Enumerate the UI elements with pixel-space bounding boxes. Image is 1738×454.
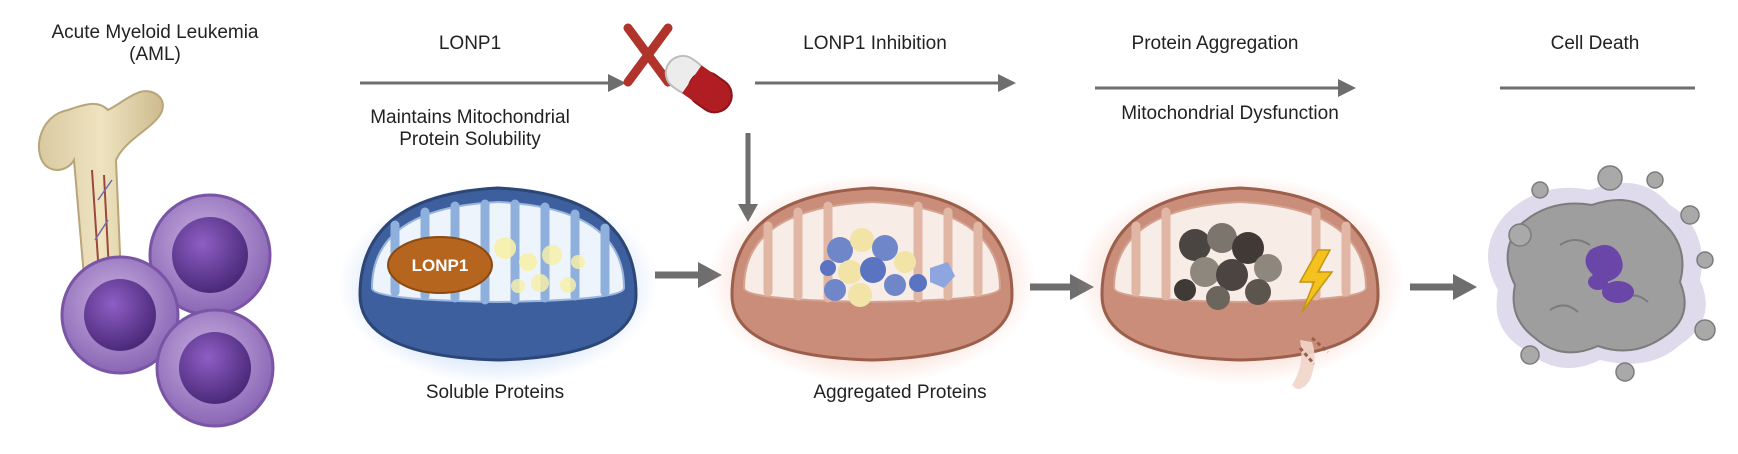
pill-icon	[664, 54, 733, 114]
lonp1-stage-title: LONP1	[438, 33, 502, 54]
healthy-mitochondrion: LONP1	[338, 185, 658, 385]
fragmented-nucleus	[1585, 245, 1634, 303]
lonp1-enzyme-label: LONP1	[412, 256, 469, 275]
lonp1-stage-subtitle: Maintains Mitochondrial Protein Solubili…	[345, 107, 595, 151]
top-arrows	[360, 74, 1695, 97]
aggregated-mitochondrion	[707, 175, 1037, 385]
inhibition-x-icon	[623, 23, 673, 87]
arrow-inhibition	[755, 74, 1016, 92]
aml-cell-left	[60, 255, 180, 375]
dysfunctional-mitochondrion	[1075, 175, 1405, 389]
soluble-caption: Soluble Proteins	[425, 382, 565, 403]
aml-cell-icon	[60, 193, 275, 428]
lonp1-enzyme: LONP1	[387, 236, 493, 294]
aml-cell-bottom	[155, 308, 275, 428]
aml-title: Acute Myeloid Leukemia (AML)	[20, 22, 290, 66]
death-stage-title: Cell Death	[1550, 33, 1640, 54]
arrow-mito3-to-cell	[1410, 274, 1477, 300]
aggregation-stage-title: Protein Aggregation	[1131, 33, 1299, 54]
inhibition-stage-title: LONP1 Inhibition	[803, 33, 947, 54]
dead-cell-icon	[1488, 165, 1716, 382]
lonp1-sub-line1: Maintains Mitochondrial	[370, 107, 570, 128]
aggregation-stage-subtitle: Mitochondrial Dysfunction	[1121, 103, 1339, 124]
aml-title-line2: (AML)	[129, 44, 181, 65]
aggregated-caption: Aggregated Proteins	[813, 382, 987, 403]
arrow-aggregation	[1095, 79, 1356, 97]
soluble-protein-cluster	[494, 237, 585, 293]
dark-aggregate-cluster	[1174, 223, 1282, 310]
lightning-icon	[1298, 249, 1334, 313]
membrane-rupture	[1292, 336, 1329, 389]
apoptotic-bodies	[1508, 165, 1716, 382]
arrow-lonp1	[360, 74, 626, 92]
aml-title-line1: Acute Myeloid Leukemia	[51, 22, 259, 43]
aggregated-protein-cluster	[820, 228, 955, 307]
aml-cell-top	[148, 193, 272, 317]
lonp1-sub-line2: Protein Solubility	[399, 129, 541, 150]
